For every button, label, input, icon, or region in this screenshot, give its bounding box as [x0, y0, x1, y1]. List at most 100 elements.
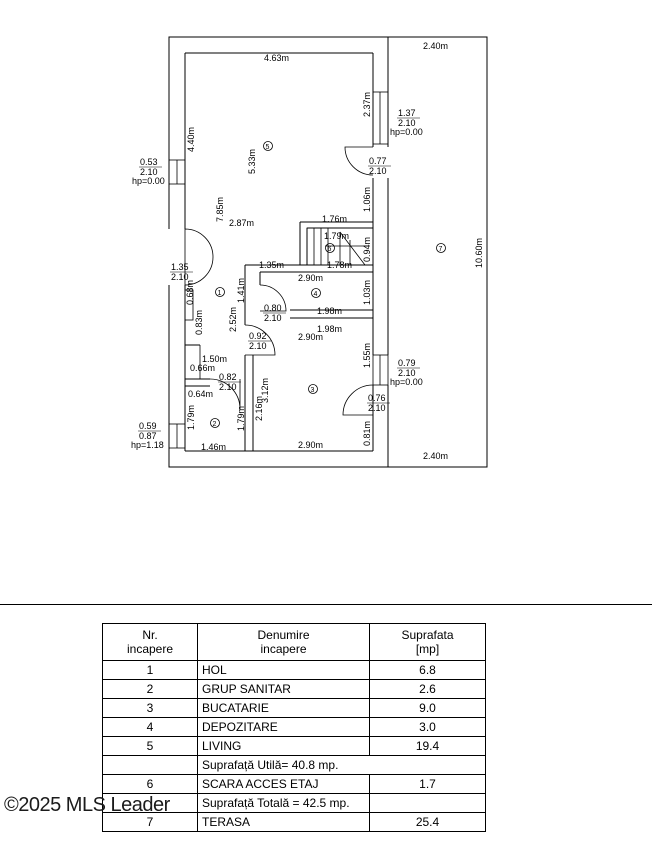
cell-area: 6.8	[369, 660, 486, 680]
dim-label: 2.90m	[298, 332, 323, 342]
opening-label: 1.37	[398, 108, 416, 118]
dim-label: 1.55m	[362, 343, 372, 368]
terrace-outline	[388, 36, 488, 468]
opening-label: hp=0.00	[390, 377, 423, 387]
opening-label: 2.10	[171, 272, 189, 282]
dim-label: 2.52m	[228, 307, 238, 332]
dim-label: 1.35m	[259, 260, 284, 270]
summary-row-total: Suprafață Totală = 42.5 mp.	[102, 793, 486, 813]
dim-label: 2.16m	[254, 396, 264, 421]
opening-label: 0.82	[219, 372, 237, 382]
dim-label: 2.40m	[423, 451, 448, 461]
room-marker: 2	[210, 418, 220, 428]
cell-nr: 2	[102, 679, 198, 699]
cell-name: BUCATARIE	[197, 698, 370, 718]
opening-label: 2.10	[369, 166, 387, 176]
dim-label: 2.90m	[298, 440, 323, 450]
opening-label: 0.59	[139, 421, 157, 431]
dim-label: 1.06m	[362, 187, 372, 212]
cell-area: 1.7	[369, 774, 486, 794]
table-header-row: Nr. incapere Denumire incapere Suprafata…	[102, 623, 486, 661]
cell-name: SCARA ACCES ETAJ	[197, 774, 370, 794]
table-row: 4 DEPOZITARE 3.0	[102, 717, 486, 737]
room-marker: 1	[215, 287, 225, 297]
cell-area: 9.0	[369, 698, 486, 718]
header-name-label: Denumire incapere	[257, 628, 310, 656]
dim-label: 1.50m	[202, 354, 227, 364]
door-kitchen	[244, 324, 276, 356]
table-row: 7 TERASA 25.4	[102, 812, 486, 832]
table-row: 1 HOL 6.8	[102, 660, 486, 680]
cell-area: 25.4	[369, 812, 486, 832]
room-marker: 6	[325, 243, 335, 253]
watermark: ©2025 MLS Leader	[4, 794, 170, 816]
opening-label: 2.10	[368, 403, 386, 413]
opening-label: 0.76	[368, 393, 386, 403]
dim-label: 7.85m	[215, 197, 225, 222]
dim-label: 0.64m	[188, 389, 213, 399]
window-kitchen-east	[372, 354, 389, 386]
dim-label: 1.79m	[236, 406, 246, 431]
cell-name: TERASA	[197, 812, 370, 832]
opening-label: 2.10	[398, 118, 416, 128]
cell-area: 19.4	[369, 736, 486, 756]
table-row: 5 LIVING 19.4	[102, 736, 486, 756]
opening-label: 2.10	[398, 368, 416, 378]
dim-label: 4.63m	[264, 53, 289, 63]
dim-label: 1.76m	[322, 214, 347, 224]
dim-label: 1.98m	[317, 324, 342, 334]
dim-label: 2.90m	[298, 273, 323, 283]
opening-label: 1.35	[171, 262, 189, 272]
opening-label: 0.77	[369, 156, 387, 166]
dim-label: 0.94m	[362, 237, 372, 262]
dim-label: 10.60m	[474, 238, 484, 268]
room-area-table: Nr. incapere Denumire incapere Suprafata…	[102, 623, 486, 832]
opening-label: hp=1.18	[131, 440, 164, 450]
dim-label: 0.83m	[194, 310, 204, 335]
outer-wall-south-west	[168, 285, 388, 468]
summary-row-util: Suprafață Utilă= 40.8 mp.	[102, 755, 486, 775]
room-marker: 7	[436, 243, 446, 253]
door-storage	[259, 284, 287, 312]
cell-name: LIVING	[197, 736, 370, 756]
cell-area: 2.6	[369, 679, 486, 699]
room-marker: 3	[308, 384, 318, 394]
dim-label: 5.33m	[247, 149, 257, 174]
dim-label: 1.46m	[201, 442, 226, 452]
cell-nr: 4	[102, 717, 198, 737]
dim-label: 2.40m	[423, 41, 448, 51]
table-row: 3 BUCATARIE 9.0	[102, 698, 486, 718]
cell-name: DEPOZITARE	[197, 717, 370, 737]
opening-label: 0.53	[140, 157, 158, 167]
door-entrance	[184, 228, 214, 286]
dim-label: 1.79m	[186, 405, 196, 430]
opening-label: 0.80	[264, 303, 282, 313]
dim-label: 2.87m	[229, 218, 254, 228]
header-area-label: Suprafata [mp]	[401, 628, 454, 656]
dim-label: 0.66m	[190, 363, 215, 373]
svg-text:6: 6	[328, 246, 332, 253]
opening-label: 2.10	[249, 341, 267, 351]
dim-label: 1.41m	[236, 278, 246, 303]
opening-label: 0.79	[398, 358, 416, 368]
room-marker: 5	[263, 141, 273, 151]
cell-area: 3.0	[369, 717, 486, 737]
dim-label: 0.81m	[362, 421, 372, 446]
section-divider	[0, 604, 652, 605]
header-area: Suprafata [mp]	[369, 623, 486, 661]
dim-label: 2.37m	[362, 92, 372, 117]
dimension-labels: 4.63m 2.40m 2.37m 4.40m 5.33m 7.85m 2.87…	[185, 41, 484, 461]
windows	[168, 91, 389, 449]
door-bath	[209, 378, 241, 410]
cell-name: HOL	[197, 660, 370, 680]
window-living-east	[372, 91, 389, 145]
cell-nr: 5	[102, 736, 198, 756]
opening-label: hp=0.00	[132, 176, 165, 186]
header-nr-label: Nr. incapere	[126, 628, 174, 656]
stairs	[306, 227, 374, 266]
svg-text:4: 4	[314, 291, 318, 298]
cell-nr: 6	[102, 774, 198, 794]
opening-label: 2.10	[140, 167, 158, 177]
surface-util-total: Suprafață Utilă= 40.8 mp.	[197, 755, 486, 775]
svg-text:5: 5	[266, 144, 270, 151]
